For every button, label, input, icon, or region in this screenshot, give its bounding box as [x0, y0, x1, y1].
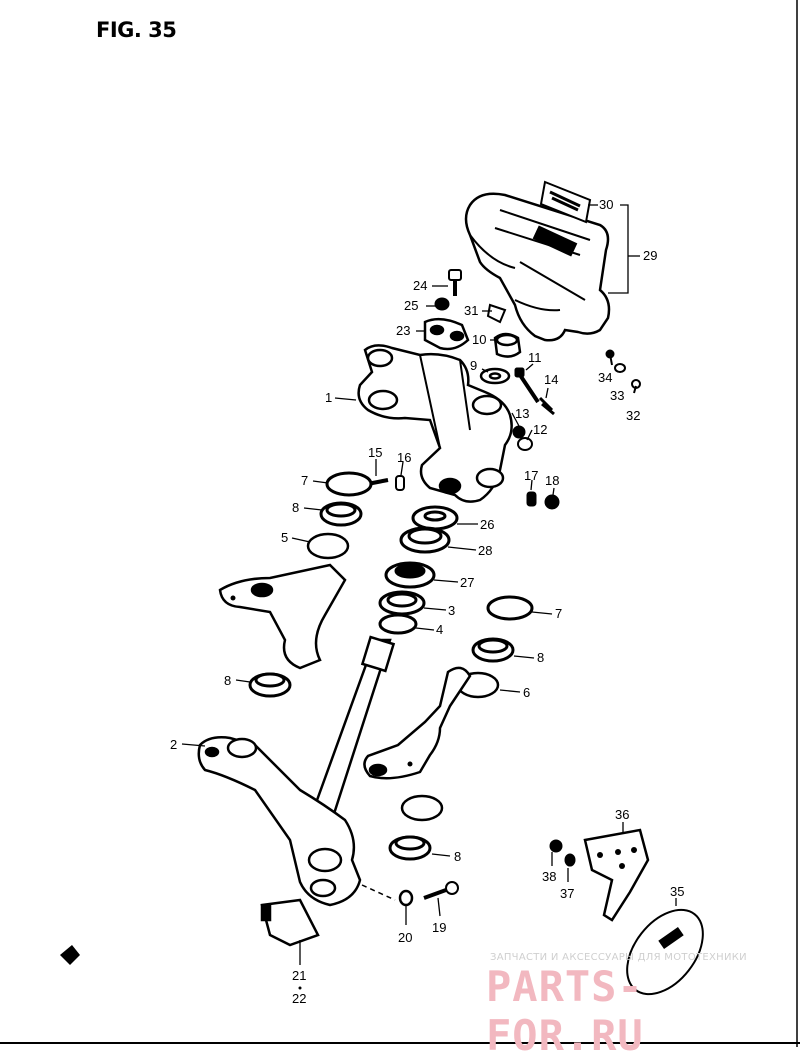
- callout-9: 9: [470, 358, 477, 373]
- part-upper-bracket[interactable]: [357, 344, 513, 503]
- callout-24: 24: [413, 278, 427, 293]
- watermark-logo-text: PARTS-FOR.RU: [486, 962, 644, 1060]
- callout-38: 38: [542, 869, 556, 884]
- part-13[interactable]: [512, 425, 526, 439]
- part-handlebar-cover[interactable]: [464, 192, 611, 342]
- callout-21: 21: [292, 968, 306, 983]
- callout-5: 5: [281, 530, 288, 545]
- callout-13: 13: [515, 406, 529, 421]
- callout-2: 2: [170, 737, 177, 752]
- part-nut-26[interactable]: [411, 505, 459, 531]
- callout-20: 20: [398, 930, 412, 945]
- callout-7-left: 7: [301, 473, 308, 488]
- part-washer-33[interactable]: [614, 363, 626, 373]
- corner-arrow-icon: [60, 945, 80, 965]
- callout-35: 35: [670, 884, 684, 899]
- figure-title: FIG. 35: [96, 18, 177, 42]
- part-nut-38[interactable]: [549, 839, 563, 853]
- callout-32: 32: [626, 408, 640, 423]
- part-steering-stem-lower-bracket[interactable]: [197, 635, 396, 907]
- part-headlight-bracket-left[interactable]: [218, 532, 350, 670]
- part-bolt-19[interactable]: [423, 881, 459, 900]
- callout-36: 36: [615, 807, 629, 822]
- part-lower-cover[interactable]: [260, 898, 320, 947]
- callout-4: 4: [436, 622, 443, 637]
- callout-34: 34: [598, 370, 612, 385]
- callout-19: 19: [432, 920, 446, 935]
- assembly-dashed-line: [361, 884, 396, 901]
- part-bearing-3[interactable]: [378, 590, 426, 616]
- callout-3: 3: [448, 603, 455, 618]
- callout-14: 14: [544, 372, 558, 387]
- callout-31: 31: [464, 303, 478, 318]
- callout-8-right-top: 8: [537, 650, 544, 665]
- callout-29: 29: [643, 248, 657, 263]
- part-spring-14[interactable]: [538, 396, 555, 416]
- part-reflector-35[interactable]: [612, 896, 718, 1009]
- callout-28: 28: [478, 543, 492, 558]
- callout-22: 22: [292, 991, 306, 1006]
- part-headlight-bracket-right[interactable]: [363, 666, 500, 822]
- part-washer-20[interactable]: [398, 889, 414, 907]
- callout-11: 11: [528, 350, 542, 365]
- callout-10: 10: [472, 332, 486, 347]
- leader-lines: [181, 204, 677, 965]
- part-bolt-24[interactable]: [448, 269, 462, 296]
- part-emblem[interactable]: [539, 180, 592, 224]
- callout-12: 12: [533, 422, 547, 437]
- callout-17: 17: [524, 468, 538, 483]
- part-washer-9[interactable]: [479, 367, 511, 385]
- part-cushion-8-right-bottom[interactable]: [388, 835, 432, 861]
- callout-37: 37: [560, 886, 574, 901]
- part-washer-18[interactable]: [544, 494, 560, 510]
- callout-dot: [298, 986, 302, 990]
- part-screw-34[interactable]: [605, 349, 615, 366]
- part-washer-28[interactable]: [399, 526, 451, 554]
- part-12[interactable]: [517, 437, 533, 451]
- part-handlebar-holder-upper[interactable]: [423, 317, 470, 351]
- callout-30: 30: [599, 197, 613, 212]
- callout-25: 25: [404, 298, 418, 313]
- part-bracket-36[interactable]: [583, 828, 650, 922]
- callout-7-right: 7: [555, 606, 562, 621]
- callout-8-left-top: 8: [292, 500, 299, 515]
- callout-15: 15: [368, 445, 382, 460]
- part-race-27[interactable]: [384, 561, 436, 589]
- part-nut-16[interactable]: [395, 475, 405, 491]
- callout-27: 27: [460, 575, 474, 590]
- callout-6: 6: [523, 685, 530, 700]
- part-nut-17[interactable]: [526, 491, 537, 507]
- part-screw-37[interactable]: [564, 853, 576, 867]
- callout-23: 23: [396, 323, 410, 338]
- callout-33: 33: [610, 388, 624, 403]
- part-ring-7-right[interactable]: [486, 595, 534, 621]
- part-ring-7-left[interactable]: [325, 471, 373, 497]
- watermark-caption: ЗАПЧАСТИ И АКСЕССУАРЫ ДЛЯ МОТОТЕХНИКИ: [490, 952, 747, 963]
- part-clip-31[interactable]: [486, 303, 507, 324]
- part-race-4[interactable]: [378, 613, 418, 635]
- part-nut-25[interactable]: [434, 297, 450, 311]
- part-cap-nut-10[interactable]: [493, 332, 522, 358]
- callout-26: 26: [480, 517, 494, 532]
- callout-8-right-bottom: 8: [454, 849, 461, 864]
- part-cushion-8-left-bottom[interactable]: [248, 672, 292, 698]
- part-cushion-8-left-top[interactable]: [319, 501, 363, 527]
- callout-16: 16: [397, 450, 411, 465]
- callout-18: 18: [545, 473, 559, 488]
- part-screw-32[interactable]: [631, 379, 641, 394]
- callout-8-left-bottom: 8: [224, 673, 231, 688]
- callout-1: 1: [325, 390, 332, 405]
- callout-labels: 30 29 24 25 31 23 10 9 11 14 34 33 32 1 …: [170, 197, 684, 1006]
- part-cushion-8-right-top[interactable]: [471, 637, 515, 663]
- part-bolt-11[interactable]: [514, 367, 540, 404]
